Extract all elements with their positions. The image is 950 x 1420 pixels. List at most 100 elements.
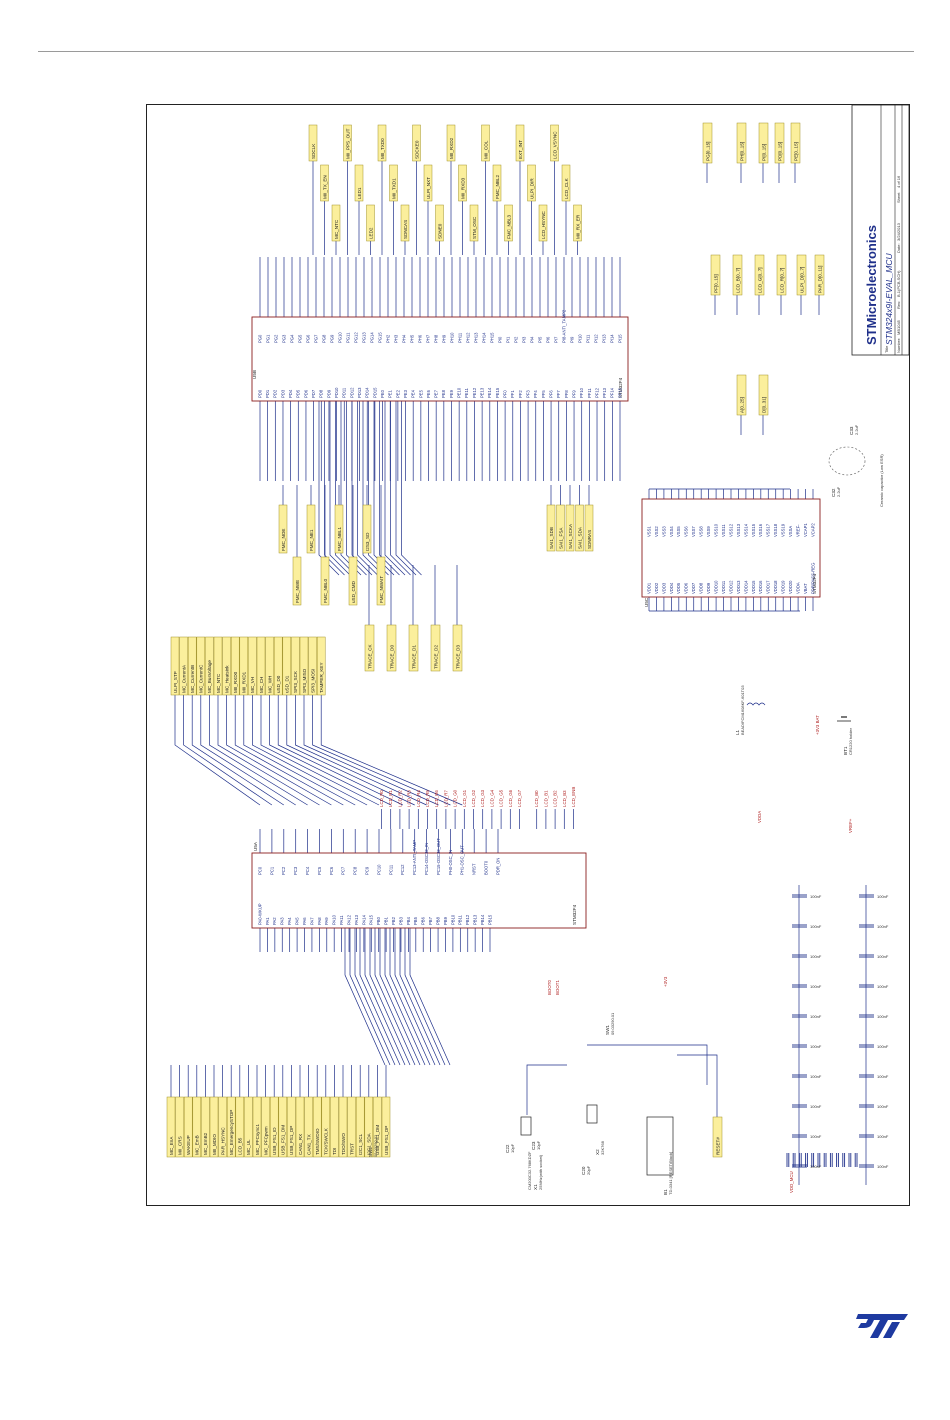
u5b-pin-pd11: PD11: [342, 387, 347, 398]
u5a-pin-pa9: PA9: [324, 917, 329, 925]
u5a-pin-pa1: PA1: [265, 917, 270, 925]
u5b-pin-pi13: PI13: [601, 334, 606, 343]
sheet-caption: Sheet: [896, 192, 901, 203]
net-flag-u5a-right-15-label: SPI3_MISO: [302, 668, 307, 693]
net-flag-u5a-left-7-label: MC_EmergencySTOP: [229, 1110, 234, 1155]
u5b-pin-ph14: PH14: [481, 332, 486, 343]
power-net-2: VREF+: [848, 818, 853, 833]
u5c-pin-vss15: VSS15: [751, 523, 756, 537]
net-flag-u5b-15: [481, 124, 490, 162]
u5c-pin-vss4: VSS4: [669, 526, 674, 537]
u5c-pin-vcap2: VCAP2: [810, 523, 815, 537]
title-name: STM324x9I-EVAL_MCU: [884, 252, 894, 345]
component-value-x2: 32K768: [600, 1140, 605, 1155]
capacitor-value: 100nF: [877, 1074, 889, 1079]
capacitor-value: 100nF: [877, 924, 889, 929]
number-caption: Number:: [896, 338, 901, 353]
chip-u5a: [251, 852, 587, 929]
capacitor-value: 100nF: [877, 894, 889, 899]
header-rule: [38, 51, 914, 52]
rev-caption: Rev:: [896, 301, 901, 309]
u5a-pin-pb2: PB2: [391, 916, 396, 925]
u5c-pin-vss16: VSS16: [758, 523, 763, 537]
net-flag-wire: [234, 695, 344, 806]
u5c-pin-vss17: VSS17: [766, 523, 771, 537]
net-flag-u5a-left-3-label: MC_EmB: [195, 1135, 200, 1155]
chip-u5b-ref: U5B: [252, 370, 257, 379]
net-flag-u5a-left-25: [381, 1096, 391, 1158]
component-value-sw2: 09.03290.01: [373, 1134, 378, 1157]
net-flag-u5b-7-label: MII_TXD1: [391, 178, 396, 199]
net-flag-u5b-39: [565, 504, 575, 552]
bus-wire: [324, 401, 345, 576]
lcd-label-3: LCD_R3: [407, 790, 412, 807]
net-flag-u5b-26-label: FMC_NE1: [309, 529, 314, 551]
u5a-pin-pc7: PC7: [341, 866, 346, 875]
u5c-pin-vss18: VSS18: [773, 523, 778, 537]
net-flag-u5b-18: [515, 124, 525, 162]
bus-wire: [390, 401, 411, 576]
component-ref-c23: C23: [531, 1141, 536, 1150]
net-flag-u5b-37-label: SAI1_SDB: [549, 527, 554, 549]
bus-tag-10-label: PAR_D[0..11]: [817, 266, 822, 293]
bus-tag-11: [736, 374, 747, 416]
net-flag-u5a-left-18: [321, 1096, 331, 1158]
u5b-pin-pi4: PI4: [529, 336, 534, 343]
u5c-pin-pdr-pass-reg: PDR/PASS-REG: [810, 563, 815, 594]
u5a-pin-pc14-osc32-in: PC14-OSC32_IN: [424, 843, 429, 875]
u5b-pin-pe7: PE7: [434, 389, 439, 398]
net-flag-u5a-left-15-label: CAN1_RX: [298, 1134, 303, 1155]
u5b-pin-pd14: PD14: [365, 387, 370, 398]
net-flag-u5b-8-label: SDNCAS: [403, 220, 408, 239]
chip-u5c-ref: U5C: [644, 597, 649, 607]
u5b-pin-pd5: PD5: [296, 389, 301, 398]
u5a-pin-pc10: PC10: [376, 864, 381, 875]
bus-tag-11-label: A[0..25]: [739, 397, 744, 413]
u5b-pin-pg7: PG7: [313, 334, 318, 343]
capacitor-value: 100nF: [877, 954, 889, 959]
u5c-pin-vssa: VSSA: [788, 526, 793, 537]
net-flag-u5b-41-label: SDNRAS: [587, 530, 592, 549]
u5b-pin-pd12: PD12: [349, 387, 354, 398]
bus-tag-4: [790, 122, 801, 164]
u5a-pin-pa7: PA7: [309, 917, 314, 925]
u5b-pin-pi5: PI5: [537, 336, 542, 343]
net-flag-u5a-left-23-label: I2C1_SDA: [367, 1132, 372, 1155]
component-value-sw1: 09.03290.01: [610, 1012, 615, 1035]
net-flag-u5a-right-15: [299, 636, 309, 696]
bus-tag-2-label: PI[0..15]: [761, 144, 766, 161]
net-flag-u5b-30: [362, 504, 372, 554]
net-flag-u5a-right-6-label: MC_Heatsink: [224, 665, 229, 693]
net-flag-u5b-38-label: SAI1_FSA: [558, 527, 563, 549]
u5b-pin-pg5: PG5: [297, 334, 302, 343]
bus-tag-12: [758, 374, 769, 416]
net-flag-u5b-2: [331, 204, 341, 242]
u5c-pin-vdd8: VDD8: [699, 582, 704, 594]
u5c-pin-vss10: VSS10: [713, 523, 718, 537]
bus-wire: [357, 401, 378, 576]
u5a-pin-pa10: PA10: [332, 914, 337, 925]
u5a-pin-pa3: PA3: [280, 917, 285, 925]
power-net-1: VDDA: [757, 811, 762, 823]
net-flag-u5b-29-label: uSD_CMD: [351, 580, 356, 603]
u5b-pin-ph8: PH8: [433, 334, 438, 343]
net-flag-u5b-13-label: MII_RXD3: [460, 177, 465, 199]
net-flag-u5a-right-13: [282, 636, 292, 696]
u5b-pin-pf2: PF2: [518, 390, 523, 398]
u5b-pin-pd4: PD4: [288, 389, 293, 398]
u5a-pin-pa15: PA15: [369, 914, 374, 925]
net-flag-u5a-left-16-label: CAN1_TX: [306, 1134, 311, 1155]
u5a-pin-ph1-osc-out: PH1-OSC_OUT: [460, 845, 465, 875]
bus-wire: [351, 401, 373, 576]
u5a-pin-pa8: PA8: [317, 917, 322, 925]
u5b-pin-pe12: PE12: [472, 387, 477, 398]
u5c-pin-vbat: VBAT: [803, 583, 808, 594]
u5c-pin-vdd19: VDD19: [781, 580, 786, 594]
net-flag-u5a-left-6: [218, 1096, 227, 1158]
net-flag-u5a-left-4: [201, 1096, 210, 1158]
u5a-pin-pc13-anti-tamp: PC13-ANTI_TAMP: [412, 840, 417, 875]
u5c-pin-vdda: VDDA: [795, 582, 800, 594]
u5b-pin-pe6: PE6: [426, 389, 431, 398]
